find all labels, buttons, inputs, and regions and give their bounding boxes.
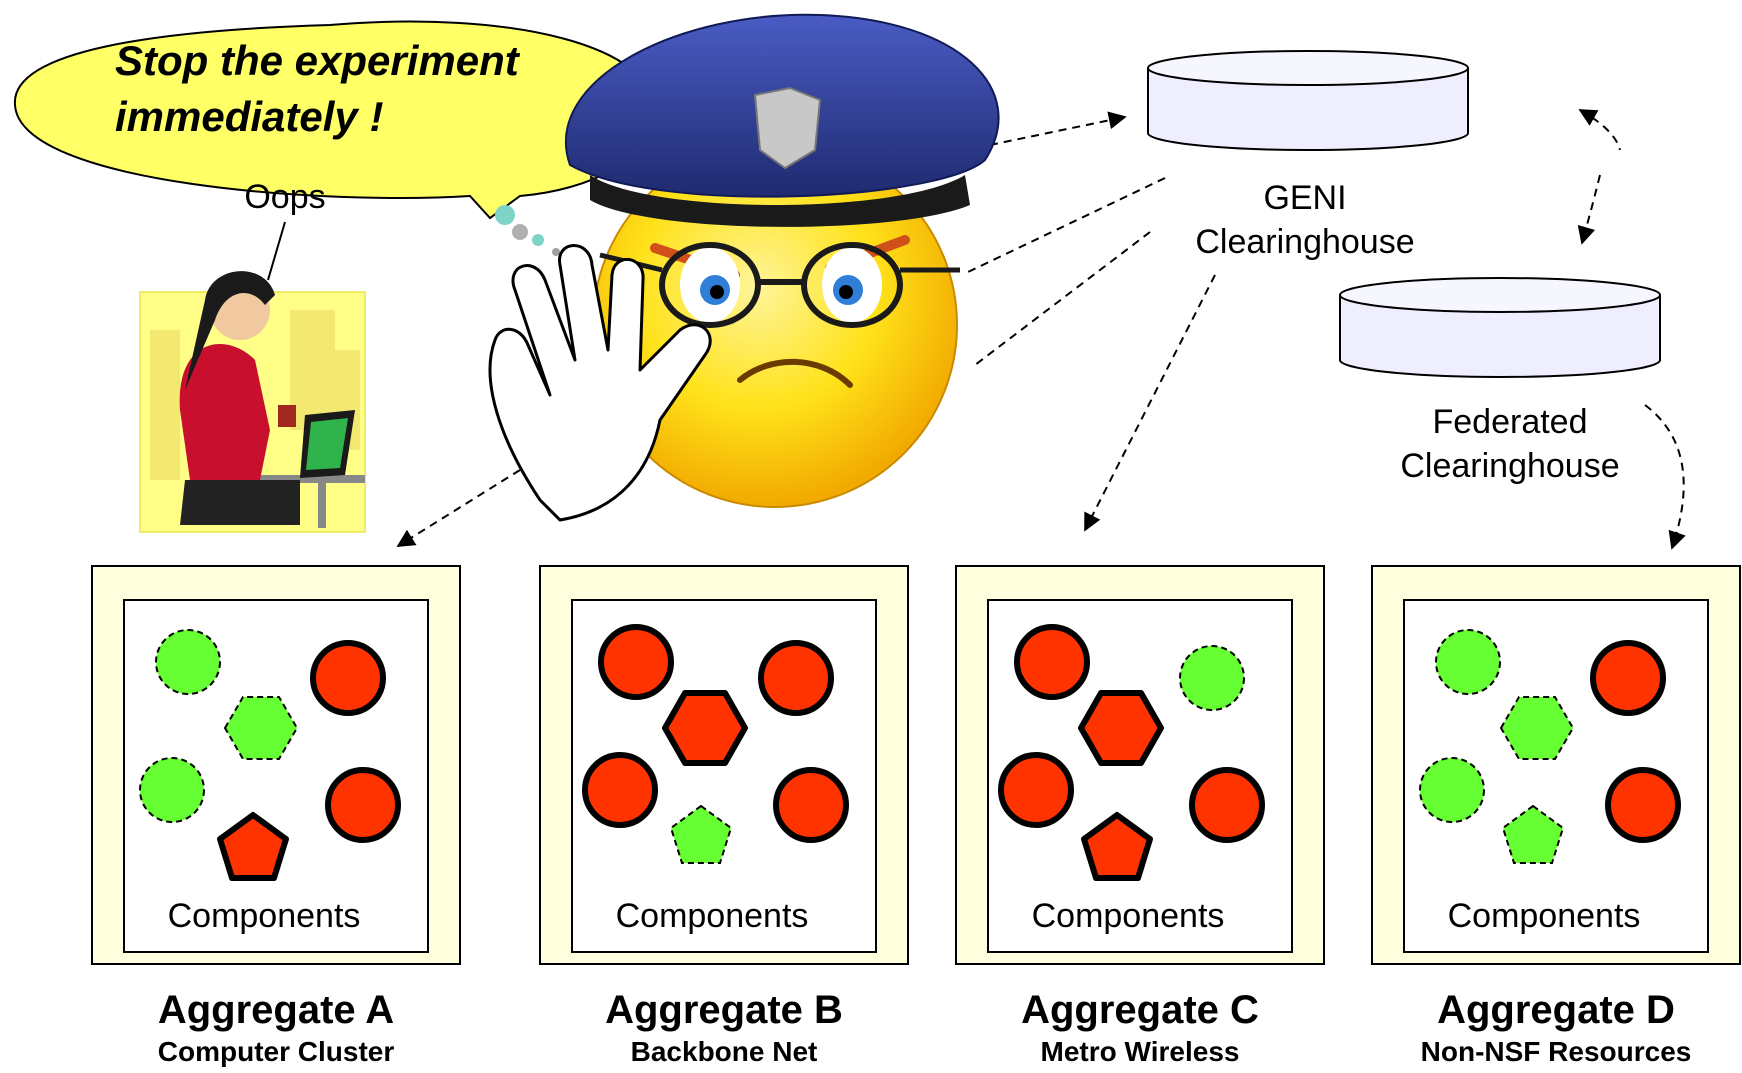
geni-clearinghouse-label: GENI Clearinghouse [1150,176,1460,264]
active-component-hex [662,690,748,766]
arrow-geni-to-face [967,177,1166,273]
federated-clearinghouse-database-icon[interactable] [1339,277,1661,378]
active-component [582,752,658,828]
components-aggregate-c [998,624,1265,881]
components-label-d: Components [1447,897,1641,935]
speech-bubble [13,20,657,220]
active-component [325,767,401,843]
components-aggregate-d [1419,629,1681,864]
idle-component [1179,645,1245,711]
speech-line-1: Stop the experiment [115,37,519,84]
oops-label: Oops [244,178,326,216]
angry-police-emoticon-icon [488,13,1000,522]
aggregate-d-subtitle: Non-NSF Resources [1420,1036,1692,1067]
components-label-c: Components [1031,897,1225,935]
idle-component-pentagon [669,804,733,864]
geni-label-line-2: Clearinghouse [1195,223,1415,261]
aggregate-a-subtitle: Computer Cluster [157,1036,395,1067]
active-component [310,640,386,716]
aggregate-a-title: Aggregate A [157,988,395,1032]
aggregate-c-subtitle: Metro Wireless [1040,1036,1240,1067]
control-arrows [396,109,1686,550]
federated-label-line-1: Federated [1432,403,1588,441]
aggregate-b-subtitle: Backbone Net [630,1036,818,1067]
speech-bubble-text: Stop the experiment immediately ! [115,33,519,145]
active-component [758,640,834,716]
woman-at-laptop-icon [139,271,366,533]
arrow-federated-to-aggregate-d [1644,404,1686,550]
arrow-geni-to-police [989,111,1127,146]
arrow-geni-federated-link-2 [1577,174,1601,245]
arrow-to-aggregate-a [396,469,521,547]
aggregate-b-title: Aggregate B [605,988,843,1032]
active-component [1590,640,1666,716]
idle-component [155,629,221,695]
active-component [1605,767,1681,843]
federated-clearinghouse-label: Federated Clearinghouse [1360,400,1660,488]
components-label-b: Components [615,897,809,935]
idle-component [139,757,205,823]
thought-dots [495,205,560,256]
oops-pointer [267,221,286,281]
idle-component [1435,629,1501,695]
idle-component-hex [223,696,299,760]
components-aggregate-b [582,624,849,864]
active-component [998,752,1074,828]
aggregate-d-title: Aggregate D [1437,988,1675,1032]
active-component-pentagon [217,812,289,881]
geni-label-line-1: GENI [1263,179,1347,217]
speech-line-2: immediately ! [115,93,384,140]
active-component-hex [1078,690,1164,766]
active-component-pentagon [1081,812,1153,881]
arrow-geni-to-aggregate-c [1084,274,1216,532]
aggregate-c-title: Aggregate C [1021,988,1259,1032]
components-label-a: Components [167,897,361,935]
components-aggregate-a [139,629,401,881]
active-component [773,767,849,843]
active-component [1014,624,1090,700]
idle-component [1419,757,1485,823]
active-component [1189,767,1265,843]
federated-label-line-2: Clearinghouse [1400,447,1620,485]
idle-component-pentagon [1501,804,1565,864]
active-component [598,624,674,700]
geni-clearinghouse-database-icon[interactable] [1147,50,1469,151]
idle-component-hex [1499,696,1575,760]
arrow-geni-federated-link [1578,109,1621,151]
arrow-geni-to-hand [974,231,1151,366]
